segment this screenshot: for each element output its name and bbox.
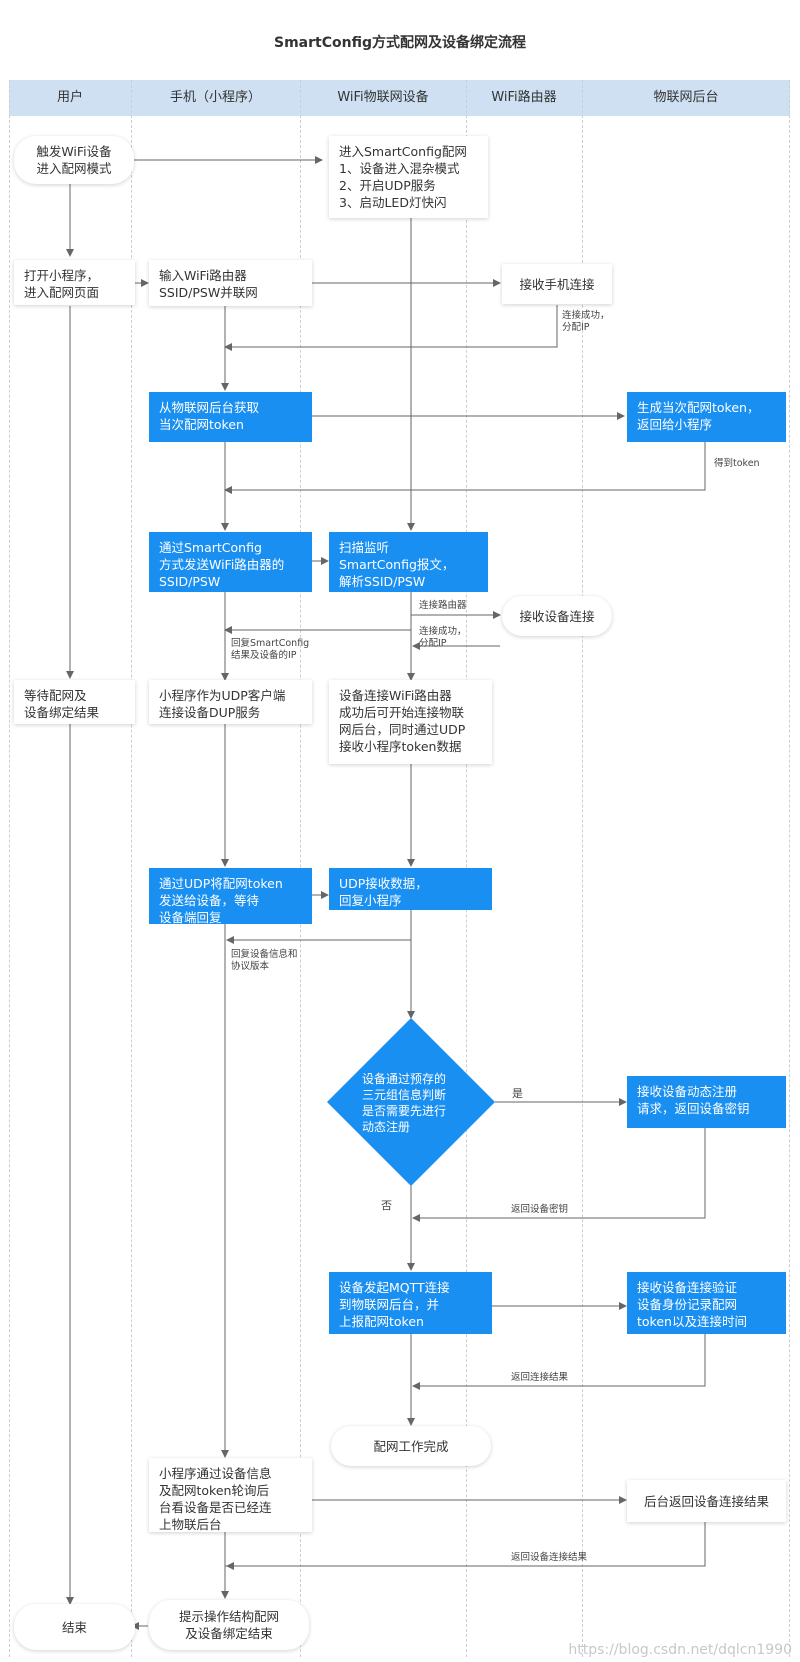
edge-label-connect-router: 连接路由器: [419, 600, 467, 611]
node-cloud-verify: 接收设备连接验证 设备身份记录配网 token以及连接时间: [627, 1272, 786, 1334]
diagram-title: SmartConfig方式配网及设备绑定流程: [274, 35, 526, 51]
node-device-connected: 设备连接WiFi路由器 成功后可开始连接物联 网后台，同时通过UDP 接收小程序…: [329, 680, 492, 764]
node-device-enter: 进入SmartConfig配网 1、设备进入混杂模式 2、开启UDP服务 3、启…: [329, 136, 488, 218]
node-phone-send-smartconfig: 通过SmartConfig 方式发送WiFi路由器的 SSID/PSW: [149, 532, 312, 592]
node-user-end: 结束: [14, 1604, 135, 1650]
edge-label-conn-success-1: 连接成功， 分配IP: [562, 310, 610, 333]
edge-label-conn-success-2: 连接成功， 分配IP: [419, 626, 467, 649]
node-user-trigger: 触发WiFi设备 进入配网模式: [14, 136, 134, 184]
edge-label-reply-device-info: 回复设备信息和 协议版本: [231, 949, 298, 972]
edge-label-got-token: 得到token: [714, 458, 760, 469]
lane-device: WiFi物联网设备: [337, 90, 429, 105]
node-router-recv-phone: 接收手机连接: [502, 264, 612, 304]
node-user-wait: 等待配网及 设备绑定结果: [14, 680, 135, 724]
node-device-mqtt: 设备发起MQTT连接 到物联网后台，并 上报配网token: [329, 1272, 492, 1334]
lane-user: 用户: [56, 90, 83, 105]
edge-label-return-device-conn-result: 返回设备连接结果: [511, 1552, 588, 1563]
edge-label-no: 否: [381, 1199, 392, 1212]
lane-phone: 手机（小程序）: [169, 90, 261, 105]
node-device-scan: 扫描监听 SmartConfig报文， 解析SSID/PSW: [329, 532, 488, 592]
edge-label-return-conn-result: 返回连接结果: [511, 1372, 569, 1383]
edge-label-reply-smartconfig: 回复SmartConfig 结果及设备的IP: [231, 638, 310, 661]
edge-label-return-key: 返回设备密钥: [511, 1204, 569, 1215]
node-phone-get-token: 从物联网后台获取 当次配网token: [149, 392, 312, 442]
node-router-recv-device: 接收设备连接: [502, 596, 612, 636]
decision-diamond: [327, 1018, 495, 1186]
node-phone-tip: 提示操作结构配网 及设备绑定结束: [149, 1600, 309, 1650]
decision-text: 设备通过预存的 三元组信息判断 是否需要先进行 动态注册: [362, 1072, 447, 1134]
node-phone-input: 输入WiFi路由器 SSID/PSW并联网: [149, 260, 312, 306]
node-phone-poll: 小程序通过设备信息 及配网token轮询后 台看设备是否已经连 上物联后台: [149, 1458, 312, 1532]
swimlane-header: [9, 80, 790, 116]
watermark: https://blog.csdn.net/dqlcn1990: [568, 1642, 792, 1658]
node-cloud-dyn-reg: 接收设备动态注册 请求，返回设备密钥: [627, 1076, 786, 1128]
node-phone-udp-client: 小程序作为UDP客户端 连接设备DUP服务: [149, 680, 312, 724]
node-cloud-gen-token: 生成当次配网token， 返回给小程序: [627, 392, 786, 442]
edge-label-yes: 是: [512, 1087, 523, 1100]
node-device-udp-recv: UDP接收数据， 回复小程序: [329, 868, 492, 910]
lane-cloud: 物联网后台: [653, 90, 719, 105]
node-phone-send-token: 通过UDP将配网token 发送给设备，等待 设备端回复: [149, 868, 312, 925]
lane-router: WiFi路由器: [491, 90, 557, 105]
node-device-done: 配网工作完成: [331, 1426, 491, 1466]
node-cloud-return: 后台返回设备连接结果: [627, 1480, 786, 1522]
node-user-open: 打开小程序， 进入配网页面: [14, 260, 135, 305]
